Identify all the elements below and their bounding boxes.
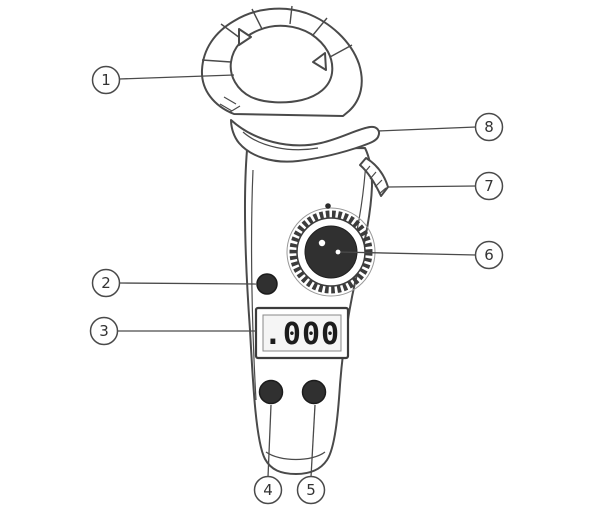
dial-serrated-edge [289, 210, 373, 294]
lcd-display: .000 [254, 306, 350, 360]
clamp-jaw [200, 5, 363, 117]
body-contour-left [250, 169, 257, 401]
leader-line-6 [337, 251, 477, 256]
callout-2-label: 2 [101, 274, 111, 292]
callout-8-label: 8 [484, 118, 494, 136]
dial-recess-ring [286, 207, 376, 297]
display-screen [262, 314, 342, 352]
callout-3-label: 3 [99, 322, 109, 340]
callout-1: 1 [91, 65, 121, 95]
callout-3: 3 [89, 316, 119, 346]
hand-strap [359, 157, 389, 197]
leader-line-2 [118, 282, 257, 285]
leader-line-1 [118, 74, 235, 80]
callout-7-label: 7 [484, 177, 494, 195]
callout-8: 8 [474, 112, 504, 142]
callout-4: 4 [253, 475, 283, 505]
panel-index-dot [325, 203, 331, 209]
callout-6-label: 6 [484, 246, 494, 264]
strap-hatch [364, 165, 387, 195]
bottom-button-left [258, 379, 284, 405]
callout-6: 6 [474, 240, 504, 270]
body-contour-bottom [265, 451, 326, 461]
trigger-contour [242, 131, 319, 151]
callout-2: 2 [91, 268, 121, 298]
dial-pointer-dot [318, 239, 326, 247]
callout-5-label: 5 [306, 481, 316, 499]
leader-line-5 [310, 404, 316, 478]
callout-1-label: 1 [101, 71, 111, 89]
bottom-button-right [301, 379, 327, 405]
strap-outline [359, 157, 389, 197]
leader-lines [117, 74, 477, 478]
callout-4-label: 4 [263, 481, 273, 499]
clamp-segment-lines [201, 5, 353, 63]
leader-line-8 [377, 126, 477, 132]
display-value: .000 [264, 317, 340, 352]
leader-6-end-dot [335, 249, 341, 255]
trigger-lever [230, 119, 380, 163]
leader-line-7 [387, 185, 477, 188]
side-button [256, 273, 278, 295]
jaw-arrow-left-icon [238, 28, 252, 46]
jaw-gap-hatch [219, 96, 241, 113]
trigger-outline [230, 119, 380, 163]
jaw-arrow-right-icon [312, 52, 327, 71]
leader-line-4 [267, 404, 272, 478]
rotary-dial [286, 203, 376, 297]
callout-7: 7 [474, 171, 504, 201]
callout-5: 5 [296, 475, 326, 505]
